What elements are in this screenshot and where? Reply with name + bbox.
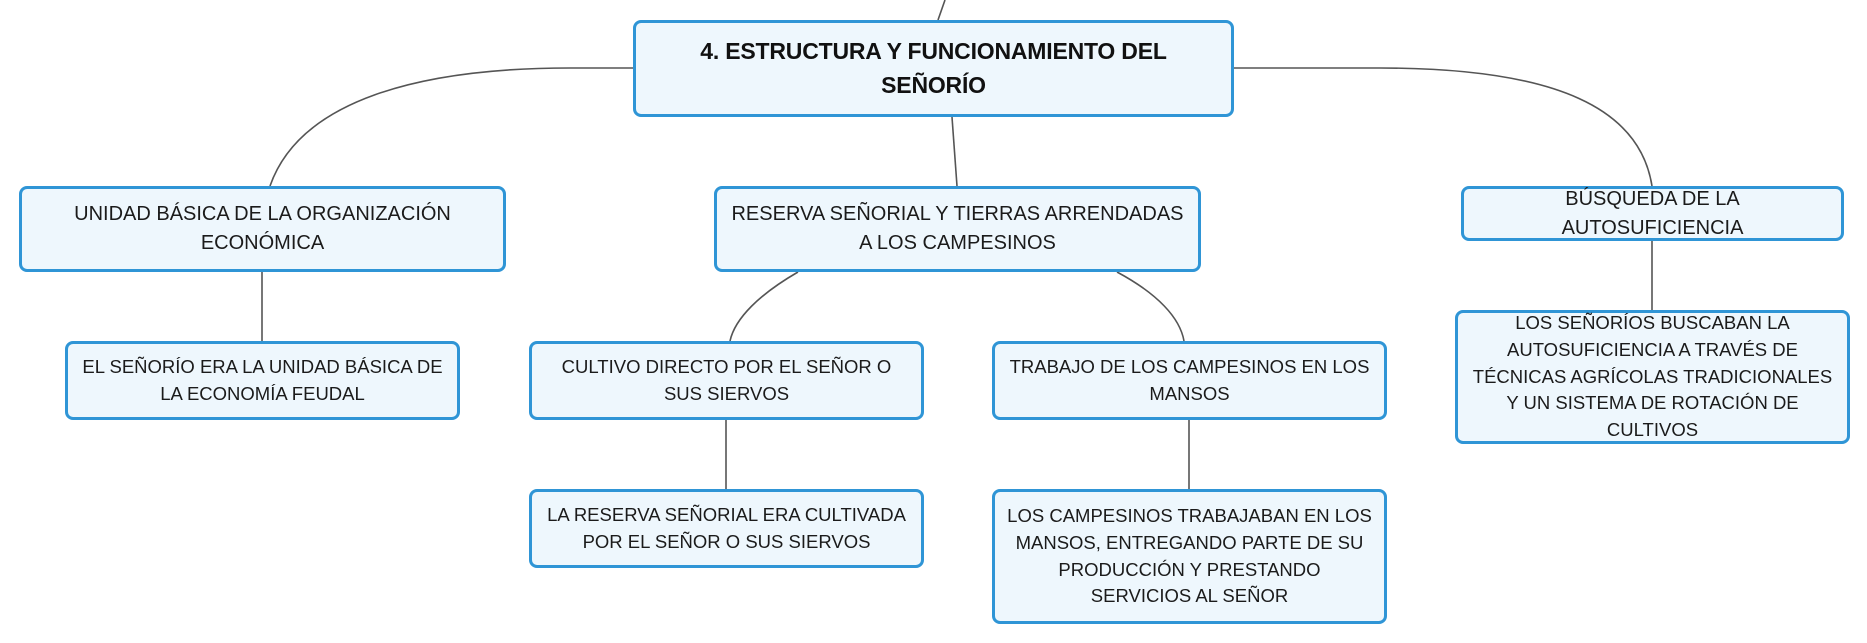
connector-reserva-to-cultivo (729, 271, 799, 342)
subtopic-cultivo-directo[interactable]: CULTIVO DIRECTO POR EL SEÑOR O SUS SIERV… (529, 341, 924, 420)
topic-busqueda-autosuficiencia-label: BÚSQUEDA DE LA AUTOSUFICIENCIA (1561, 187, 1744, 239)
subtopic-trabajo-campesinos[interactable]: TRABAJO DE LOS CAMPESINOS EN LOS MANSOS (992, 341, 1387, 420)
subtopic-campesinos-mansos[interactable]: LOS CAMPESINOS TRABAJABAN EN LOS MANSOS,… (992, 489, 1387, 624)
subtopic-trabajo-campesinos-label: TRABAJO DE LOS CAMPESINOS EN LOS MANSOS (1009, 355, 1370, 404)
subtopic-autosuficiencia-detalle-label: LOS SEÑORÍOS BUSCABAN LA AUTOSUFICIENCIA… (1472, 311, 1833, 441)
topic-busqueda-autosuficiencia[interactable]: BÚSQUEDA DE LA AUTOSUFICIENCIA (1461, 186, 1844, 241)
subtopic-reserva-cultivada-label: LA RESERVA SEÑORIAL ERA CULTIVADA POR EL… (547, 503, 906, 552)
subtopic-autosuficiencia-detalle[interactable]: LOS SEÑORÍOS BUSCABAN LA AUTOSUFICIENCIA… (1455, 310, 1850, 444)
root-topic-label: 4. ESTRUCTURA Y FUNCIONAMIENTO DEL SEÑOR… (700, 38, 1167, 98)
connector-parent-to-root (937, 0, 946, 21)
topic-reserva-senorial-label: RESERVA SEÑORIAL Y TIERRAS ARRENDADAS A … (731, 203, 1184, 254)
connector-root-to-busqueda (1234, 67, 1653, 187)
subtopic-reserva-cultivada[interactable]: LA RESERVA SEÑORIAL ERA CULTIVADA POR EL… (529, 489, 924, 568)
topic-reserva-senorial[interactable]: RESERVA SEÑORIAL Y TIERRAS ARRENDADAS A … (714, 186, 1201, 272)
subtopic-cultivo-directo-label: CULTIVO DIRECTO POR EL SEÑOR O SUS SIERV… (561, 355, 892, 404)
topic-unidad-basica[interactable]: UNIDAD BÁSICA DE LA ORGANIZACIÓN ECONÓMI… (19, 186, 506, 272)
root-topic-node[interactable]: 4. ESTRUCTURA Y FUNCIONAMIENTO DEL SEÑOR… (633, 20, 1234, 117)
subtopic-senorio-unidad[interactable]: EL SEÑORÍO ERA LA UNIDAD BÁSICA DE LA EC… (65, 341, 460, 420)
subtopic-senorio-unidad-label: EL SEÑORÍO ERA LA UNIDAD BÁSICA DE LA EC… (82, 355, 443, 404)
connector-root-to-unidad (269, 67, 633, 187)
connector-root-to-reserva (951, 116, 958, 187)
subtopic-campesinos-mansos-label: LOS CAMPESINOS TRABAJABAN EN LOS MANSOS,… (1007, 504, 1372, 607)
connector-reserva-to-trabajo (1116, 271, 1185, 342)
topic-unidad-basica-label: UNIDAD BÁSICA DE LA ORGANIZACIÓN ECONÓMI… (74, 203, 451, 254)
